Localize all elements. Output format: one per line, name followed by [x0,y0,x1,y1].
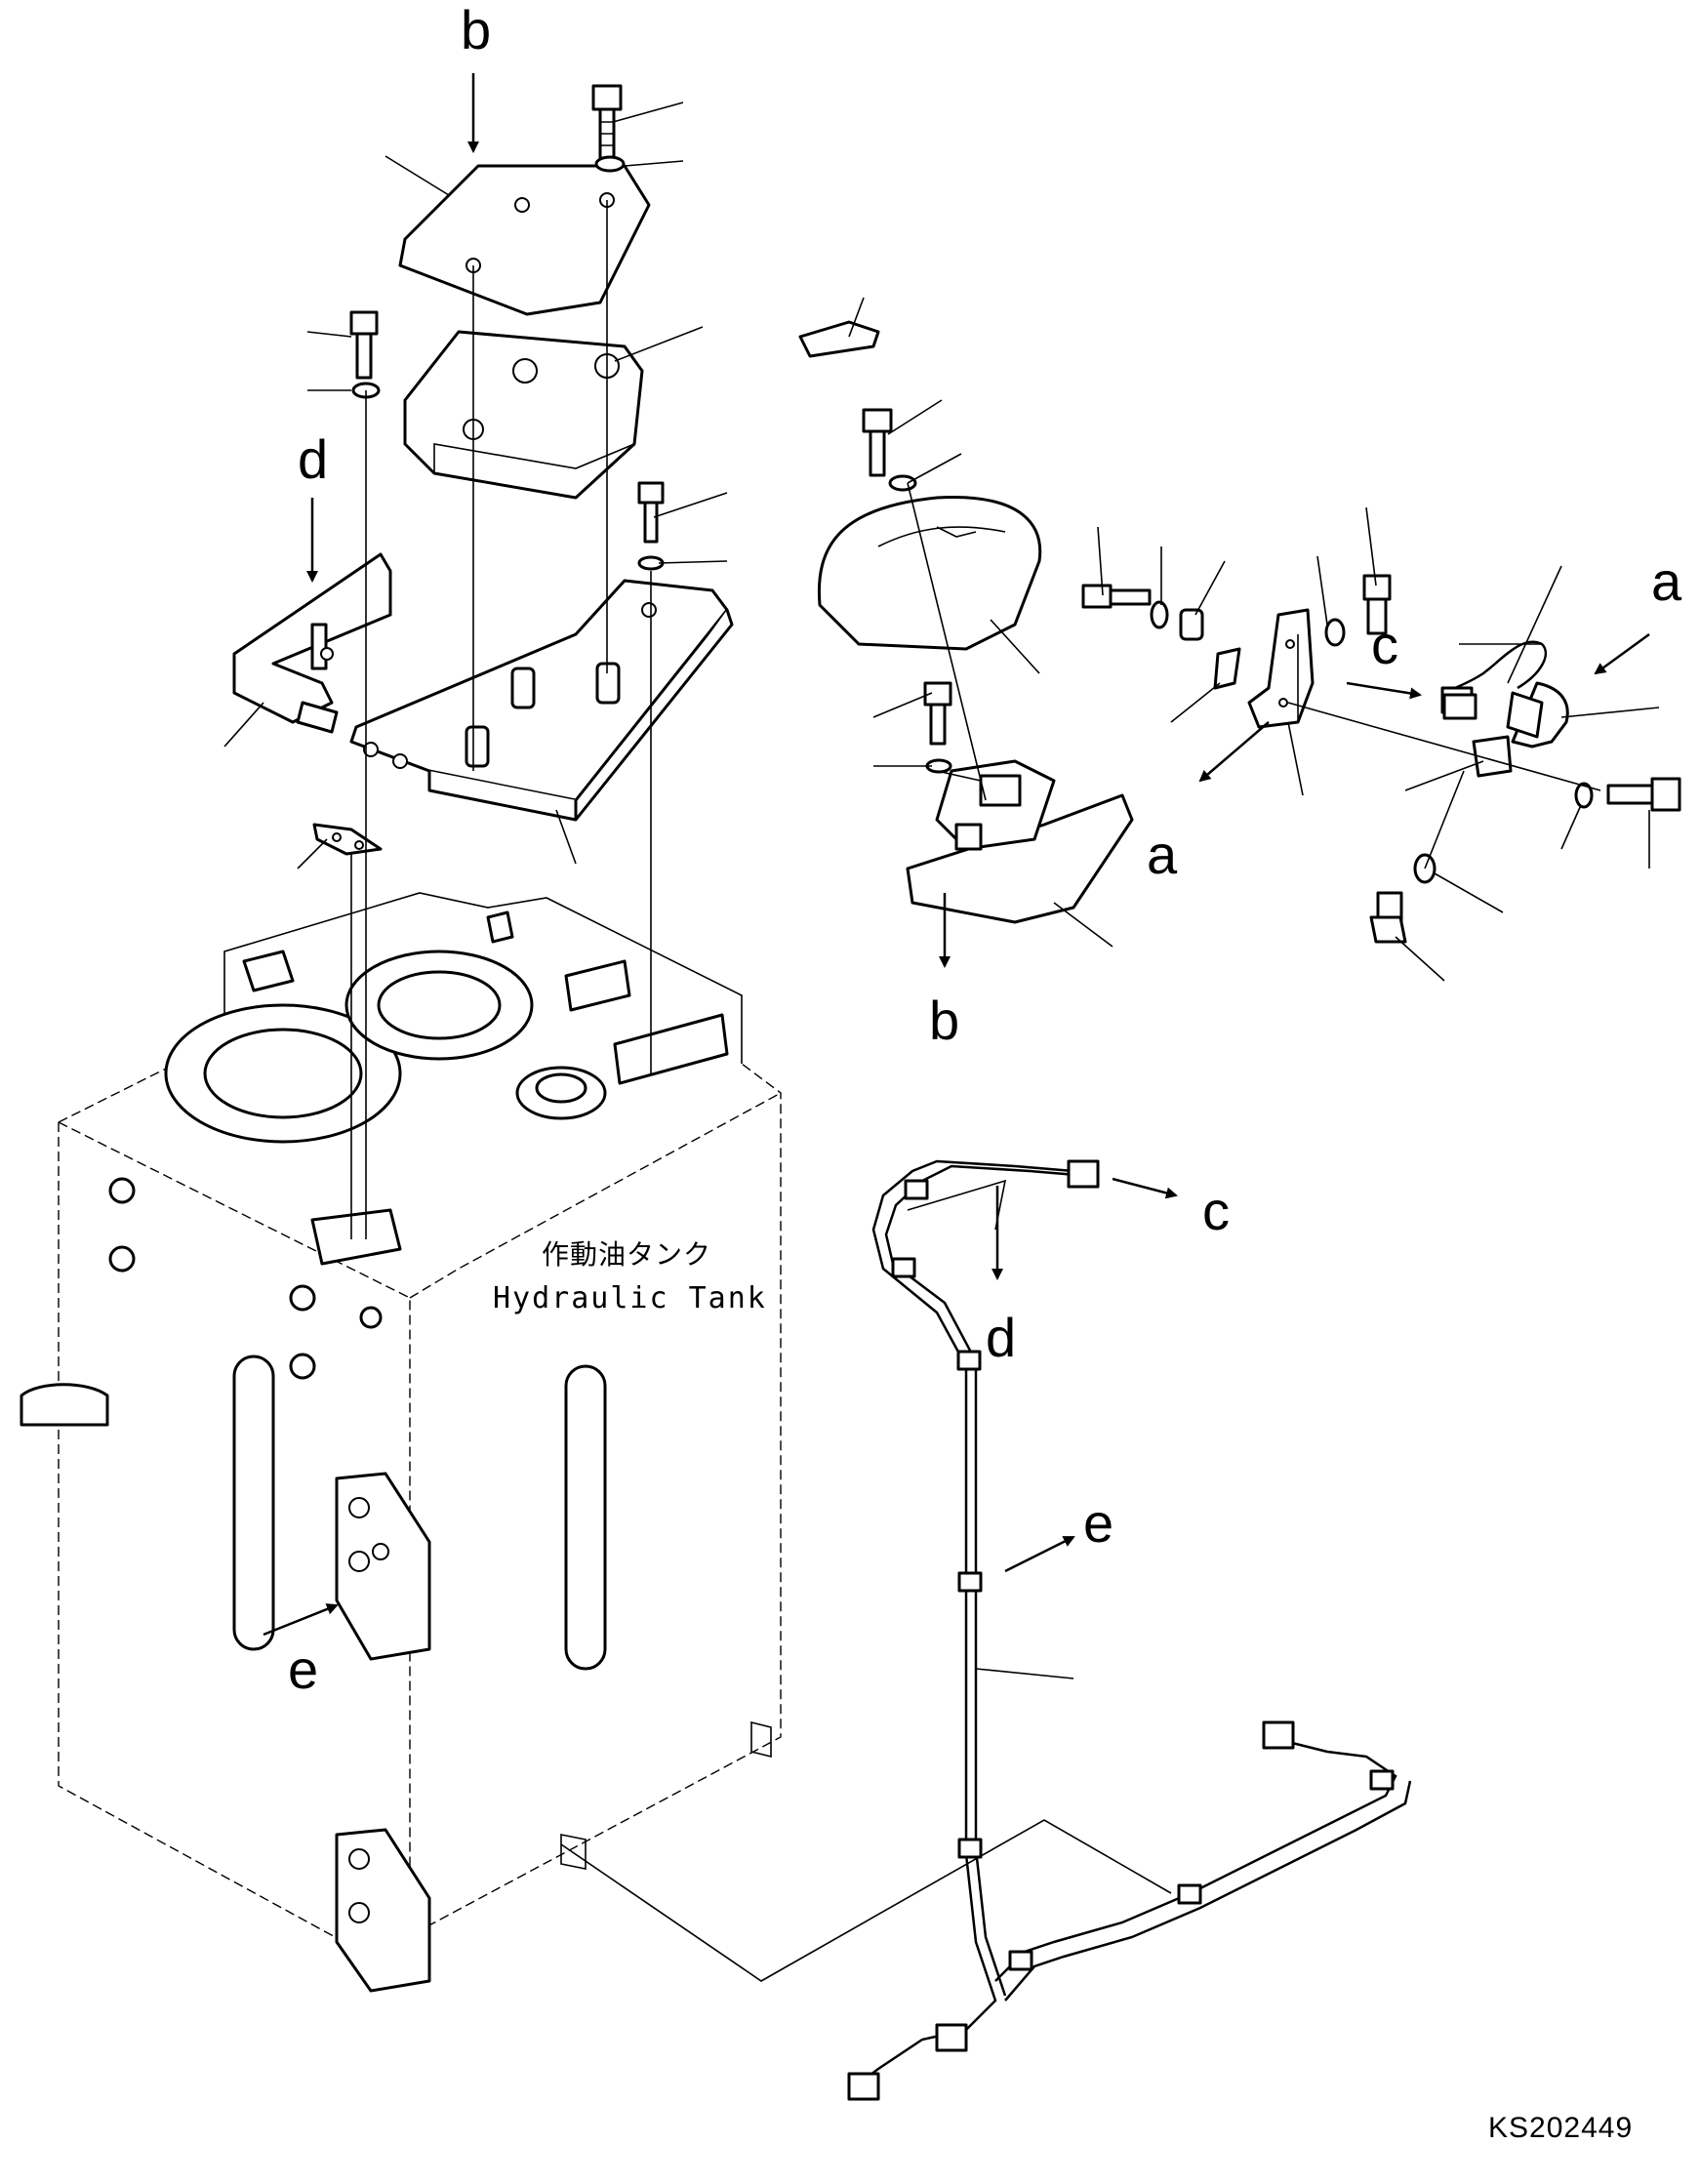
tank-label-japanese: 作動油タンク [542,1238,711,1271]
tank-rear-plate [613,1013,729,1085]
tank-top-flange [164,950,607,1144]
arrow-e-harness [1004,1535,1075,1573]
direction-arrows [263,73,1650,1637]
assembly-guide-lines [350,200,1601,1982]
tank-label-english: Hydraulic Tank [493,1281,767,1315]
tank-mount-bracket-lower [335,1828,431,1993]
tank-slot-left [232,1355,275,1651]
switch-pad [1213,647,1241,690]
tank-top-pad [564,959,631,1012]
switch-bolt-left [1081,584,1204,641]
callout-letters: b b a a c c d d e e [288,0,1682,1700]
connector-harness-bottom [847,2072,880,2101]
arrow-c-top [1346,681,1422,700]
callout-c-top: c [1371,614,1398,675]
connector-harness-right [1262,1720,1295,1750]
connector-harness-mid [935,2023,968,2052]
callout-e-harness: e [1083,1492,1113,1554]
tank-slot-right [564,1364,607,1671]
small-clip-plate [312,823,383,856]
switch-bolt-right [1574,777,1681,812]
tank-face-nuts [108,1177,383,1380]
callout-a-mid: a [1147,824,1178,885]
callout-b-top: b [461,0,491,61]
switch-bolt-bottom [1369,853,1437,944]
wire-harness [847,1159,1412,2101]
bolt-set-left [349,84,665,571]
center-lower-bolt [923,681,952,774]
tank-top-plate [349,579,734,822]
tank-top-hook [486,910,514,944]
tank-mount-bracket-upper [335,1472,431,1661]
callout-b-bottom: b [929,990,959,1051]
lower-cover-block [403,330,644,500]
callout-a-right: a [1651,550,1682,612]
tank-side-clamp [20,1383,109,1427]
callout-d-harness: d [986,1307,1016,1368]
arrow-a-mid [1198,721,1270,783]
switch-bolt-top [1324,574,1392,647]
callout-d-left: d [298,428,328,490]
wire-clamp-bracket [232,552,392,734]
connector-c-top [1442,693,1477,720]
arrow-c-harness [1112,1177,1178,1199]
tank-front-pad [310,1208,402,1266]
figure-id: KS202449 [1488,2112,1633,2144]
arrow-a-right [1594,632,1650,675]
arrow-e-tank [263,1603,339,1637]
lower-base-cover [906,759,1134,924]
leader-lines [223,101,1660,1679]
lock-knob [798,320,880,358]
switch-mount-bracket [1247,608,1315,729]
hydraulic-tank [20,892,782,1993]
callout-e-tank: e [288,1638,318,1700]
tank-top-bracket [242,950,295,992]
callout-c-harness: c [1202,1180,1230,1241]
connector-c-harness [1067,1159,1100,1189]
